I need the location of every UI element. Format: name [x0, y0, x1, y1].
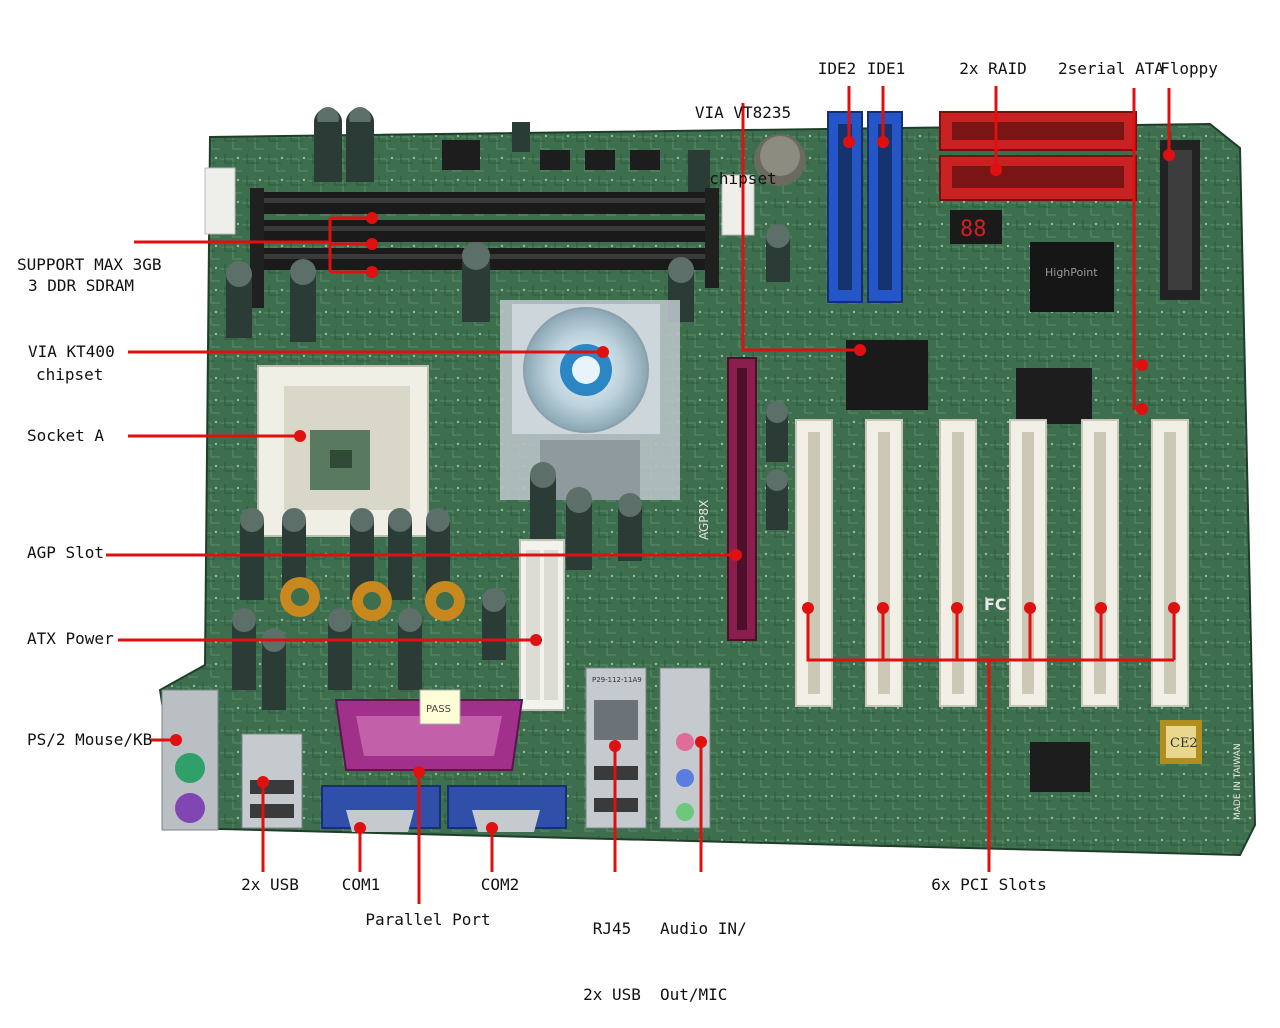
pcb-board [158, 122, 1257, 857]
label-rj45: RJ45 2x USB [583, 874, 641, 1028]
ce-chip-text: CE2 [1170, 736, 1198, 751]
label-com1: COM1 [341, 875, 381, 894]
label-via-vt8235: VIA VT8235 chipset [695, 58, 791, 212]
motherboard-diagram: 88 HighPoint CE2 [17, 58, 1257, 1004]
chipset-chips: CE2 [846, 340, 1202, 792]
label-parallel: Parallel Port [365, 910, 491, 929]
ps2-port-icon [175, 753, 205, 783]
label-via-vt8235-line2: chipset [709, 169, 777, 188]
label-rj45-line2: 2x USB [583, 985, 641, 1004]
label-ddr-max: SUPPORT MAX 3GB [17, 255, 162, 274]
agp-slot: AGP8X [697, 357, 757, 641]
cpu-socket [257, 365, 429, 537]
raid-connectors [939, 111, 1137, 201]
label-socket: Socket A [27, 426, 105, 445]
label-atx: ATX Power [27, 629, 114, 648]
label-audio-line1: Audio IN/ [660, 919, 747, 938]
pass-sticker: PASS [426, 704, 451, 715]
agp-silkscreen: AGP8X [697, 500, 711, 540]
capacitors-top [314, 107, 806, 200]
jack-label: P29-112-11A9 [592, 676, 642, 684]
board-illustration: 88 HighPoint CE2 [106, 86, 1257, 904]
label-rj45-line1: RJ45 [592, 919, 632, 938]
label-ps2: PS/2 Mouse/KB [27, 730, 153, 749]
label-ide2: IDE2 [817, 59, 857, 78]
label-raid: 2x RAID [959, 59, 1027, 78]
fan-headers [204, 167, 755, 236]
capacitors-ram [226, 224, 790, 342]
label-com2: COM2 [480, 875, 520, 894]
vrm-capacitors [232, 401, 788, 710]
label-ddr-line1: 3 DDR SDRAM [28, 276, 134, 295]
label-floppy: Floppy [1160, 59, 1218, 78]
svg-text:88: 88 [960, 217, 987, 242]
label-ide1: IDE1 [866, 59, 906, 78]
label-audio: Audio IN/ Out/MIC [660, 874, 747, 1028]
cpu-cooler [500, 300, 680, 500]
label-ddr: 3 DDR SDRAM [28, 231, 134, 319]
highpoint-chip-text: HighPoint [1045, 266, 1098, 279]
raid-controller: 88 HighPoint [950, 210, 1114, 312]
label-agp: AGP Slot [27, 543, 105, 562]
fc-mark: FC [984, 595, 1007, 614]
label-kt400-sub: chipset [36, 365, 104, 384]
callout-lines [106, 86, 1176, 904]
label-pci: 6x PCI Slots [931, 875, 1047, 894]
label-kt400: VIA KT400 [28, 342, 115, 361]
label-usb: 2x USB [241, 875, 299, 894]
label-sata: 2serial ATA [1058, 59, 1164, 78]
atx-power-connector [519, 539, 565, 711]
label-via-vt8235-line1: VIA VT8235 [694, 103, 792, 122]
label-audio-line2: Out/MIC [660, 985, 728, 1004]
made-in-silkscreen: MADE IN TAIWAN [1233, 743, 1243, 820]
floppy-connector [1160, 140, 1200, 300]
callout-dots [170, 136, 1180, 834]
